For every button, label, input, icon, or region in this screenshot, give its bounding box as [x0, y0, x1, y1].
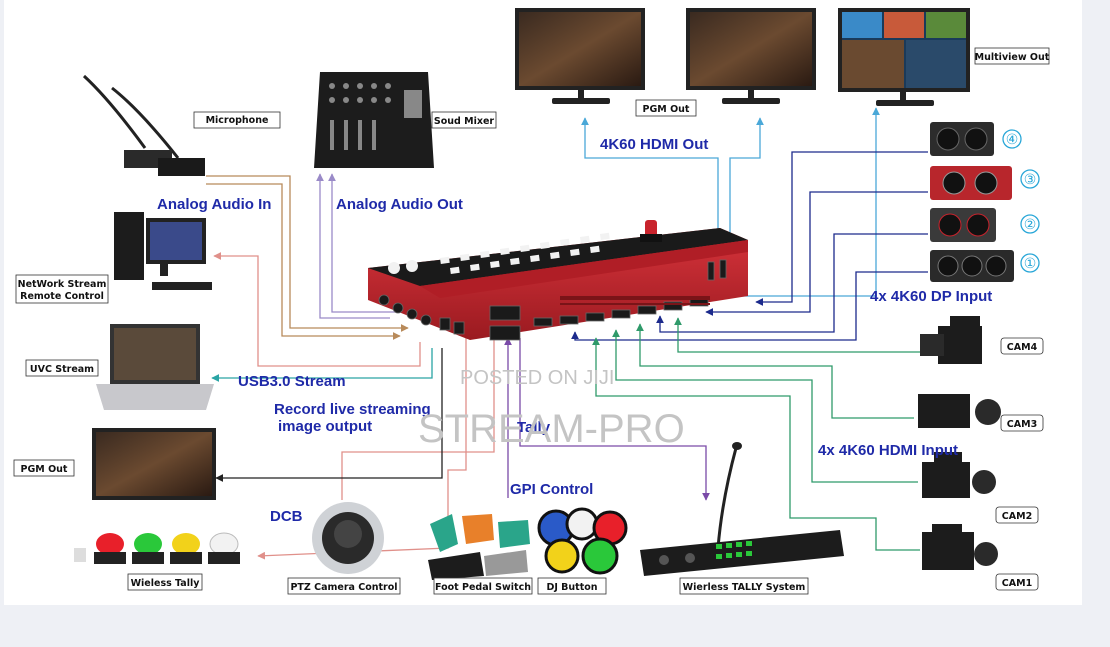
wireless-tally-lights	[74, 532, 240, 564]
wire-dp-3	[705, 191, 928, 316]
wire-dp-1	[571, 271, 928, 341]
wire-cam2	[612, 329, 918, 483]
wire-audio-out-2	[328, 173, 398, 313]
caption-record-line2: image output	[278, 418, 372, 435]
wire-dp-2	[656, 233, 928, 333]
wire-dp-4	[755, 151, 928, 306]
wire-cam4	[674, 317, 920, 353]
watermark-brand: STREAM-PRO	[418, 407, 685, 451]
caption-hdmi-input: 4x 4K60 HDMI Input	[818, 442, 958, 459]
wireless-tally-system-device	[640, 442, 844, 576]
dp-number-1: ①	[1024, 256, 1037, 272]
label-wireless-tally: Wieless Tally	[131, 578, 201, 589]
gpu-card-3	[930, 166, 1012, 200]
label-multiview-out: Multiview Out	[975, 52, 1050, 63]
wire-record-out	[215, 348, 443, 482]
caption-analog-audio-in: Analog Audio In	[157, 196, 271, 213]
pgm-monitor-2	[686, 8, 816, 104]
label-microphone: Microphone	[206, 115, 269, 126]
dp-numbers: ④ ③ ② ①	[1002, 129, 1040, 273]
video-switcher	[368, 220, 748, 341]
wire-usb-stream	[211, 348, 433, 382]
label-pgm-out-left: PGM Out	[21, 464, 68, 475]
caption-hdmi-out: 4K60 HDMI Out	[600, 136, 708, 153]
wire-cam1	[592, 337, 920, 551]
uvc-stream-laptop	[96, 324, 214, 410]
watermarks: POSTED ON JIJI STREAM-PRO	[418, 367, 685, 451]
foot-pedal-switches	[428, 514, 530, 580]
label-cam4: CAM4	[1007, 342, 1038, 353]
network-stream-pc	[114, 212, 212, 290]
caption-dcb: DCB	[270, 508, 303, 525]
caption-gpi-control: GPI Control	[510, 481, 593, 498]
cam1-device	[922, 524, 998, 570]
label-dj-button: DJ Button	[546, 582, 597, 593]
caption-analog-audio-out: Analog Audio Out	[336, 196, 463, 213]
watermark-posted: POSTED ON JIJI	[460, 367, 614, 389]
sound-mixer-device	[314, 72, 434, 168]
caption-usb-stream: USB3.0 Stream	[238, 373, 346, 390]
wire-hdmi-out-1	[581, 117, 719, 270]
dj-buttons	[537, 507, 628, 575]
microphone-device	[82, 74, 205, 176]
cam4-device	[920, 316, 982, 364]
wire-cam3	[636, 323, 914, 419]
cam2-device	[922, 452, 996, 498]
caption-tally: Tally	[517, 419, 551, 436]
label-ptz-control: PTZ Camera Control	[290, 582, 397, 593]
gpu-card-2	[930, 208, 996, 242]
label-sound-mixer: Soud Mixer	[434, 116, 495, 127]
wire-audio-in-2	[206, 183, 401, 340]
caption-dp-input: 4x 4K60 DP Input	[870, 288, 992, 305]
pgm-out-tv	[92, 428, 216, 500]
label-wireless-tally-system: Wierless TALLY System	[683, 582, 806, 593]
gpu-card-4	[930, 122, 994, 156]
dp-number-4: ④	[1006, 132, 1019, 148]
multiview-monitor	[838, 8, 970, 106]
wire-dcb	[341, 338, 495, 500]
boxed-labels: Microphone Soud Mixer PGM Out Multiview …	[13, 47, 1050, 595]
label-cam3: CAM3	[1007, 419, 1037, 430]
label-cam1: CAM1	[1002, 578, 1032, 589]
label-pgm-out-top: PGM Out	[643, 104, 690, 115]
label-uvc-stream: UVC Stream	[30, 364, 94, 375]
label-foot-pedal: Foot Pedal Switch	[435, 582, 531, 593]
gpu-card-1	[930, 250, 1014, 282]
label-cam2: CAM2	[1002, 511, 1032, 522]
wire-audio-out-1	[316, 173, 390, 319]
wire-wireless-tally	[257, 338, 467, 560]
pgm-monitor-1	[515, 8, 645, 104]
wires	[206, 107, 928, 560]
dp-number-2: ②	[1024, 217, 1037, 233]
wire-multiview	[742, 107, 880, 297]
dp-number-3: ③	[1024, 172, 1037, 188]
label-network-stream: NetWork Stream	[18, 279, 107, 290]
label-remote-control: Remote Control	[20, 291, 104, 302]
captions: 4K60 HDMI Out Analog Audio In Analog Aud…	[157, 136, 992, 525]
ptz-joystick	[312, 502, 384, 574]
wire-tally	[519, 338, 710, 501]
cam3-device	[918, 394, 1001, 428]
wire-network-stream	[213, 252, 421, 367]
wire-hdmi-out-2	[729, 117, 764, 270]
wire-audio-in-1	[206, 175, 409, 332]
caption-record-line1: Record live streaming	[274, 401, 431, 418]
